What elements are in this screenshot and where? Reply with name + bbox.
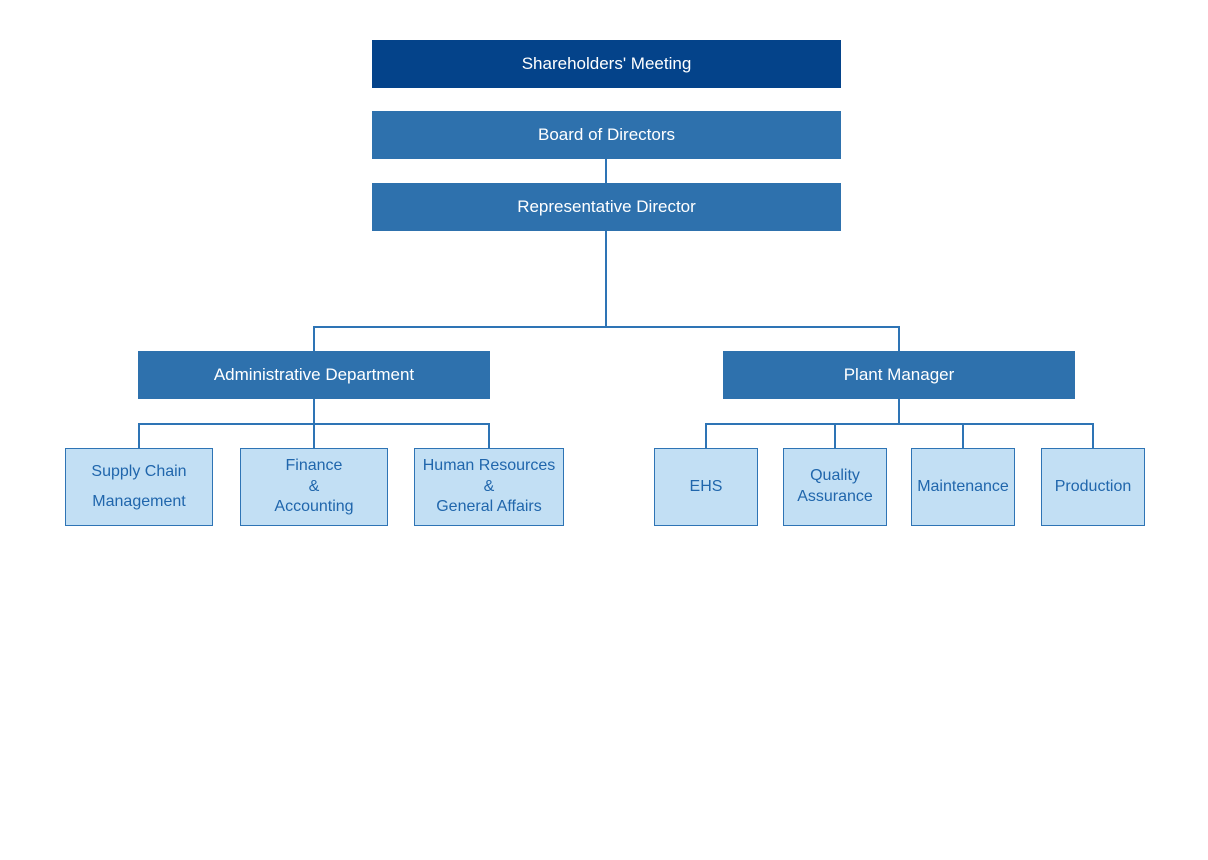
connector-drop-maintenance <box>962 423 964 448</box>
node-board-of-directors: Board of Directors <box>372 111 841 159</box>
connector-drop-production <box>1092 423 1094 448</box>
node-label: Supply Chain Management <box>91 463 187 510</box>
connector-drop-human-resources <box>488 423 490 448</box>
connector-left-rail <box>138 423 490 425</box>
node-label: Plant Manager <box>843 365 955 384</box>
connector-drop-quality-assurance <box>834 423 836 448</box>
node-label: Maintenance <box>917 477 1009 495</box>
node-label: EHS <box>689 477 723 495</box>
node-label: Board of Directors <box>538 125 675 144</box>
node-maintenance: Maintenance <box>911 448 1015 526</box>
node-finance-accounting: Finance & Accounting <box>240 448 388 526</box>
node-production: Production <box>1041 448 1145 526</box>
node-label: Finance & Accounting <box>274 456 354 516</box>
node-plant-manager: Plant Manager <box>723 351 1075 399</box>
connector-drop-supply-chain <box>138 423 140 448</box>
node-label: Quality Assurance <box>797 467 873 505</box>
connector-board-to-repdir <box>605 159 607 183</box>
connector-main-rail <box>313 326 900 328</box>
connector-drop-ehs <box>705 423 707 448</box>
node-representative-director: Representative Director <box>372 183 841 231</box>
connector-repdir-down <box>605 231 607 326</box>
node-label: Administrative Department <box>213 365 415 384</box>
node-ehs: EHS <box>654 448 758 526</box>
node-human-resources-general-affairs: Human Resources & General Affairs <box>414 448 564 526</box>
node-shareholders-meeting: Shareholders' Meeting <box>372 40 841 88</box>
node-quality-assurance: Quality Assurance <box>783 448 887 526</box>
connector-right-rail <box>705 423 1094 425</box>
node-label: Production <box>1054 477 1132 495</box>
connector-drop-admin <box>313 326 315 352</box>
node-label: Human Resources & General Affairs <box>422 456 556 516</box>
connector-drop-plant <box>898 326 900 352</box>
connector-plant-down <box>898 399 900 424</box>
node-label: Shareholders' Meeting <box>521 54 692 73</box>
node-supply-chain-management: Supply Chain Management <box>65 448 213 526</box>
node-label: Representative Director <box>517 197 696 216</box>
node-administrative-department: Administrative Department <box>138 351 490 399</box>
